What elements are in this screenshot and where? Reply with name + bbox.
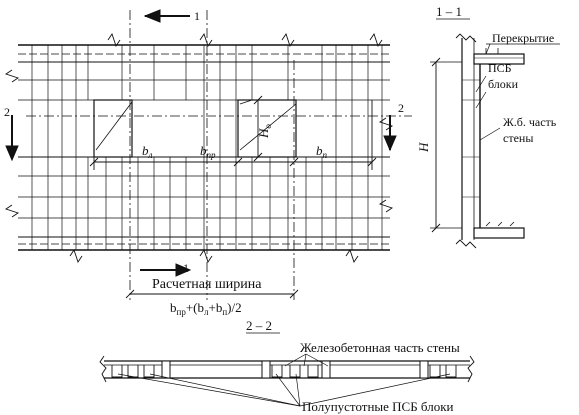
section-2-2-drawing bbox=[99, 353, 475, 407]
dim-b-right: bп bbox=[316, 143, 328, 160]
window-opening-left bbox=[93, 99, 133, 158]
psb-blocks-label: Полупустотные ПСБ блоки bbox=[302, 399, 454, 414]
section-1-1-title: 1 – 1 bbox=[436, 4, 462, 19]
section-2-2-title: 2 – 2 bbox=[246, 318, 272, 333]
section-1-1-drawing bbox=[430, 33, 560, 249]
section-mark-right: 2 bbox=[398, 101, 404, 115]
window-openings bbox=[93, 99, 297, 158]
calc-width-label: Расчетная ширина bbox=[152, 277, 262, 292]
section-1-1-height-label: H bbox=[416, 142, 431, 153]
rc-label-line2: стены bbox=[503, 131, 533, 145]
window-opening-middle bbox=[237, 99, 297, 158]
calc-width-formula: bпр+(bл+bп)/2 bbox=[170, 300, 242, 317]
wall-elevation bbox=[4, 32, 394, 264]
slab-label: Перекрытие bbox=[492, 31, 554, 45]
section-cut-1-markers bbox=[140, 9, 192, 277]
psb-label-line1: ПСБ bbox=[488, 61, 512, 75]
dim-b-left: bл bbox=[142, 143, 153, 160]
section-mark-bottom: 1 bbox=[183, 261, 189, 275]
section-mark-top: 1 bbox=[194, 9, 200, 23]
rc-label-line1: Ж.б. часть bbox=[503, 115, 557, 129]
dim-h0: Hо bbox=[256, 124, 273, 139]
section-cut-2-markers bbox=[5, 115, 397, 162]
axis-lines bbox=[26, 10, 412, 300]
elevation-dimensions bbox=[89, 95, 377, 299]
section-mark-left: 2 bbox=[4, 105, 10, 119]
dim-b-middle: bпр bbox=[200, 143, 216, 160]
psb-label-line2: блоки bbox=[488, 77, 519, 91]
rc-wall-label: Железобетонная часть стены bbox=[300, 340, 460, 355]
